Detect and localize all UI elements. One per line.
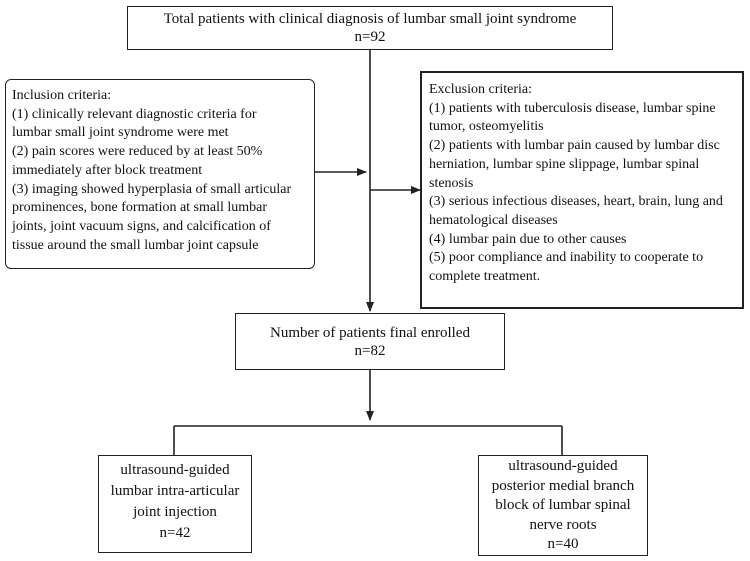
inclusion-line: joints, joint vacuum signs, and calcific… — [12, 218, 271, 234]
group-right-line: ultrasound-guided — [508, 458, 618, 474]
inclusion-line: prominences, bone formation at small lum… — [12, 200, 268, 216]
total-patients-box: Total patients with clinical diagnosis o… — [127, 6, 613, 50]
exclusion-line: complete treatment. — [429, 269, 541, 285]
group-left-line: ultrasound-guided — [120, 462, 230, 478]
exclusion-line: (1) patients with tuberculosis disease, … — [429, 100, 716, 116]
group-right-line: nerve roots — [529, 516, 597, 533]
exclusion-line: tumor, osteomyelitis — [429, 119, 544, 135]
total-patients-count: n=92 — [354, 29, 386, 45]
exclusion-line: hematological diseases — [429, 212, 558, 228]
inclusion-criteria-box: Inclusion criteria: (1) clinically relev… — [5, 79, 315, 269]
inclusion-line: (3) imaging showed hyperplasia of small … — [12, 181, 292, 197]
exclusion-line: Exclusion criteria: — [429, 82, 533, 97]
inclusion-line: tissue around the small lumbar joint cap… — [12, 237, 259, 253]
group-intra-articular-box: ultrasound-guided lumbar intra-articular… — [98, 455, 252, 553]
group-medial-branch-box: ultrasound-guided posterior medial branc… — [478, 455, 648, 556]
exclusion-line: (5) poor compliance and inability to coo… — [429, 250, 704, 266]
inclusion-line: (1) clinically relevant diagnostic crite… — [12, 106, 257, 122]
group-left-count: n=42 — [159, 525, 191, 541]
exclusion-line: (3) serious infectious diseases, heart, … — [429, 194, 723, 210]
exclusion-line: (4) lumbar pain due to other causes — [429, 231, 627, 247]
exclusion-criteria-box: Exclusion criteria: (1) patients with tu… — [420, 71, 744, 309]
inclusion-line: immediately after block treatment — [12, 162, 203, 178]
group-left-line: lumbar intra-articular — [110, 483, 240, 499]
inclusion-line: Inclusion criteria: — [12, 88, 112, 103]
enrolled-title: Number of patients final enrolled — [270, 325, 470, 341]
inclusion-line: (2) pain scores were reduced by at least… — [12, 144, 263, 160]
exclusion-line: herniation, lumbar spine slippage, lumba… — [429, 156, 700, 172]
enrolled-patients-box: Number of patients final enrolled n=82 — [235, 313, 505, 370]
group-right-line: posterior medial branch — [491, 477, 635, 494]
enrolled-count: n=82 — [354, 343, 386, 359]
group-left-line: joint injection — [133, 504, 217, 520]
inclusion-line: lumbar small joint syndrome were met — [12, 125, 229, 141]
group-right-line: block of lumbar spinal — [495, 497, 631, 513]
group-right-count: n=40 — [547, 536, 579, 552]
total-patients-title: Total patients with clinical diagnosis o… — [163, 11, 577, 27]
exclusion-line: stenosis — [429, 175, 474, 191]
exclusion-line: (2) patients with lumbar pain caused by … — [429, 138, 720, 154]
